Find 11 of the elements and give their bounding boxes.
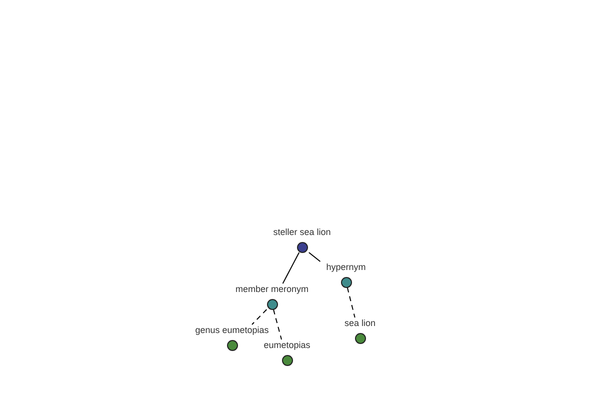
connector-line	[346, 287, 356, 318]
node-label: sea lion	[343, 318, 377, 328]
node-label: member meronym	[234, 284, 310, 294]
connector-line	[272, 309, 282, 340]
connector-line	[308, 252, 321, 262]
connector-line	[282, 252, 300, 284]
node-label: eumetopias	[262, 340, 312, 350]
node-label: steller sea lion	[272, 226, 332, 238]
node-label: hypernym	[325, 262, 367, 272]
connector-line	[252, 309, 268, 325]
node-label: genus eumetopias	[194, 324, 270, 336]
